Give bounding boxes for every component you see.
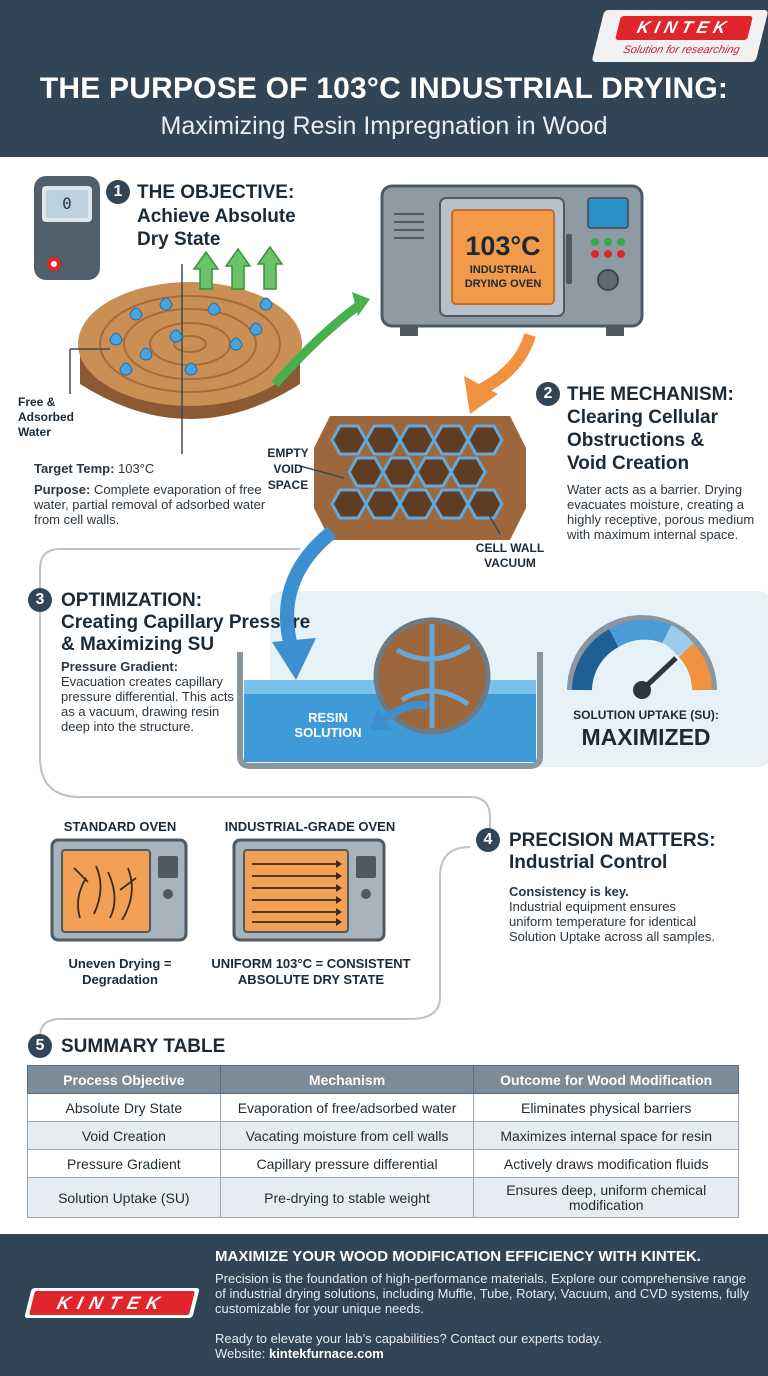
- table-cell: Capillary pressure differential: [219, 1149, 475, 1178]
- industrial-oven-illustration: [380, 184, 644, 336]
- table-cell: Evaporation of free/adsorbed water: [219, 1093, 475, 1122]
- moisture-meter-icon: [34, 176, 100, 280]
- table-header-outcome: Outcome for Wood Modification: [473, 1065, 739, 1094]
- table-header-mechanism: Mechanism: [219, 1065, 475, 1094]
- page-subtitle: Maximizing Resin Impregnation in Wood: [160, 112, 608, 140]
- resin-label-line1: RESIN: [308, 710, 348, 725]
- summary-table: Process Objective Mechanism Outcome for …: [27, 1065, 739, 1218]
- table-cell: Pre-drying to stable weight: [219, 1177, 475, 1218]
- table-cell: Pressure Gradient: [27, 1149, 221, 1178]
- table-cell: Absolute Dry State: [27, 1093, 221, 1122]
- section-4-title: PRECISION MATTERS:: [509, 830, 716, 851]
- oven-label-line2: DRYING OVEN: [464, 278, 542, 290]
- cell-wall-label-line1: CELL WALL: [475, 541, 545, 555]
- section-1-title: THE OBJECTIVE:: [137, 182, 295, 203]
- table-row: Void Creation Vacating moisture from cel…: [27, 1121, 739, 1150]
- industrial-oven-title: INDUSTRIAL-GRADE OVEN: [224, 819, 396, 834]
- table-row: Solution Uptake (SU) Pre-drying to stabl…: [27, 1177, 739, 1218]
- water-label-line3: Water: [18, 425, 51, 439]
- footer-title: MAXIMIZE YOUR WOOD MODIFICATION EFFICIEN…: [215, 1248, 701, 1265]
- section-1-subtitle-line1: Achieve Absolute: [137, 206, 296, 227]
- section-2-body: Water acts as a barrier. Drying evacuate…: [567, 482, 755, 542]
- orange-arrow-icon: [464, 333, 536, 414]
- table-cell: Vacating moisture from cell walls: [219, 1121, 475, 1150]
- summary-table-title: SUMMARY TABLE: [61, 1036, 226, 1057]
- oven-temperature: 103°C: [465, 231, 541, 261]
- target-temp-label: Target Temp:: [34, 461, 115, 476]
- table-cell: Eliminates physical barriers: [473, 1093, 739, 1122]
- section-4-subtitle: Industrial Control: [509, 852, 668, 873]
- section-2-subtitle-line3: Void Creation: [567, 453, 690, 474]
- gauge-value: MAXIMIZED: [581, 724, 711, 750]
- table-cell: Ensures deep, uniform chemical modificat…: [473, 1177, 739, 1218]
- void-label-line3: SPACE: [267, 478, 309, 492]
- meter-display: 0: [62, 194, 72, 213]
- standard-caption-line2: Degradation: [82, 972, 158, 987]
- section-3-subtitle-line1: Creating Capillary Pressure: [61, 612, 311, 633]
- void-label-line2: VOID: [273, 462, 303, 476]
- section-3-subtitle-line2: & Maximizing SU: [61, 634, 215, 655]
- footer-body: Precision is the foundation of high-perf…: [215, 1271, 749, 1316]
- water-label-line2: Adsorbed: [18, 410, 75, 424]
- website-label: Website:: [215, 1346, 266, 1361]
- section-3-title: OPTIMIZATION:: [61, 590, 203, 611]
- section-2-subtitle-line1: Clearing Cellular: [567, 407, 718, 428]
- section-4-body: Industrial equipment ensures uniform tem…: [509, 899, 715, 944]
- table-row: Absolute Dry State Evaporation of free/a…: [27, 1093, 739, 1122]
- logo-wordmark: KINTEK: [615, 16, 753, 40]
- table-header-row: Process Objective Mechanism Outcome for …: [27, 1065, 739, 1094]
- section-3-body: Evacuation creates capillary pressure di…: [61, 674, 234, 734]
- table-cell: Solution Uptake (SU): [27, 1177, 221, 1218]
- resin-label-line2: SOLUTION: [294, 725, 362, 740]
- consistency-label: Consistency is key.: [509, 884, 629, 899]
- step-1-badge: 1: [106, 180, 130, 204]
- standard-oven-title: STANDARD OVEN: [63, 819, 177, 834]
- pressure-gradient-label: Pressure Gradient:: [61, 659, 179, 674]
- purpose-text: Purpose: Complete evaporation of free wa…: [34, 482, 274, 527]
- honeycomb-cell-illustration: [300, 416, 526, 540]
- table-cell: Void Creation: [27, 1121, 221, 1150]
- step-2-badge: 2: [536, 382, 560, 406]
- section-2-subtitle-line2: Obstructions &: [567, 430, 705, 451]
- standard-oven-icon: [50, 838, 188, 942]
- standard-caption-line1: Uneven Drying =: [68, 956, 172, 971]
- kintek-logo[interactable]: KINTEK Solution for researching: [591, 10, 768, 62]
- oven-label-line1: INDUSTRIAL: [469, 264, 537, 276]
- cell-wall-label-line2: VACUUM: [484, 556, 536, 570]
- step-4-badge: 4: [476, 828, 500, 852]
- target-temp-line: Target Temp: 103°C: [34, 461, 154, 476]
- water-label-line1: Free &: [18, 395, 56, 409]
- resin-tank-illustration: [237, 526, 543, 769]
- table-header-objective: Process Objective: [27, 1065, 221, 1094]
- table-row: Pressure Gradient Capillary pressure dif…: [27, 1149, 739, 1178]
- section-1-subtitle-line2: Dry State: [137, 229, 221, 250]
- industrial-caption-line1: UNIFORM 103°C = CONSISTENT: [211, 956, 411, 971]
- section-2-title: THE MECHANISM:: [567, 384, 734, 405]
- header-banner: KINTEK Solution for researching THE PURP…: [0, 0, 768, 157]
- footer-logo-wordmark: KINTEK: [29, 1291, 195, 1315]
- industrial-oven-icon: [232, 838, 386, 942]
- table-cell: Maximizes internal space for resin: [473, 1121, 739, 1150]
- page-title: THE PURPOSE OF 103°C INDUSTRIAL DRYING:: [39, 72, 729, 105]
- table-cell: Actively draws modification fluids: [473, 1149, 739, 1178]
- footer-website: Website: kintekfurnace.com: [215, 1346, 755, 1361]
- industrial-caption-line2: ABSOLUTE DRY STATE: [237, 972, 385, 987]
- kintek-logo-footer[interactable]: KINTEK: [24, 1288, 200, 1318]
- purpose-body: Complete evaporation of free water, part…: [34, 482, 266, 527]
- purpose-label: Purpose:: [34, 482, 91, 497]
- void-label-line1: EMPTY: [267, 446, 309, 460]
- gauge-label: SOLUTION UPTAKE (SU):: [573, 708, 719, 722]
- target-temp-value: 103°C: [118, 461, 155, 476]
- website-link[interactable]: kintekfurnace.com: [268, 1346, 384, 1361]
- wood-slice-illustration: [69, 245, 370, 454]
- solution-uptake-gauge: [567, 615, 717, 699]
- step-5-badge: 5: [28, 1034, 52, 1058]
- step-3-badge: 3: [28, 588, 52, 612]
- logo-tagline: Solution for researching: [621, 44, 742, 56]
- footer-cta: Ready to elevate your lab’s capabilities…: [215, 1331, 602, 1346]
